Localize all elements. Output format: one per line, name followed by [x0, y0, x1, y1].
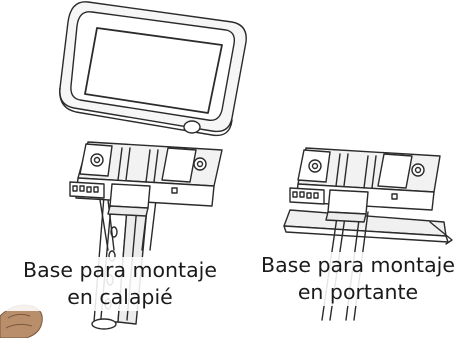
display-knob: [183, 120, 201, 134]
left-caption-line1: Base para montaje: [23, 258, 217, 282]
display-unit: [59, 1, 247, 137]
display-screen: [84, 27, 223, 114]
right-mount-base: [283, 147, 453, 321]
right-base-caption: Base para montaje en portante: [248, 252, 468, 306]
left-caption-line2: en calapié: [67, 285, 173, 309]
right-caption-line2: en portante: [297, 280, 419, 304]
left-base-caption: Base para montaje en calapié: [2, 257, 238, 311]
right-caption-line1: Base para montaje: [261, 253, 455, 277]
